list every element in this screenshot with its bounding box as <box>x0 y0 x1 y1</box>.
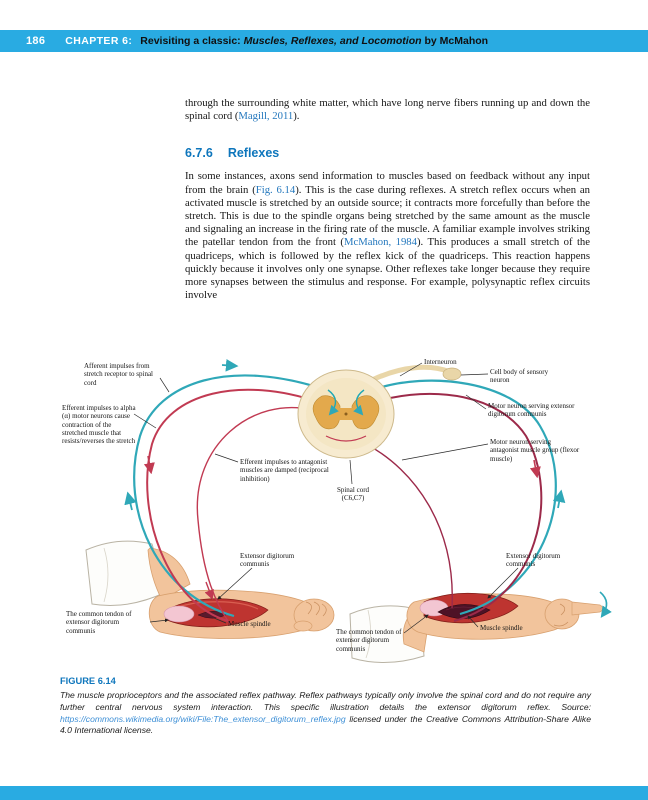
right-antagonist-nerve <box>365 443 453 609</box>
caption-text-2: licensed under the Creative Commons Attr… <box>60 713 591 736</box>
label-cell-body: Cell body of sensory neuron <box>490 368 549 385</box>
right-afferent-nerve <box>371 379 557 616</box>
label-efferent-alpha: Efferent impulses to alpha (α) motor neu… <box>62 404 136 445</box>
figure-caption-text: The muscle proprioceptors and the associ… <box>60 690 591 737</box>
right-efferent-nerve <box>373 392 543 622</box>
citation-link-magill[interactable]: Magill, 2011 <box>238 110 294 123</box>
left-afferent-nerve <box>133 374 321 618</box>
gray-matter-right-horn <box>351 395 380 430</box>
figure-caption: FIGURE 6.14 The muscle proprioceptors an… <box>60 676 591 737</box>
sensory-ganglion <box>442 367 462 381</box>
label-common-tendon-left: The common tendon of extensor digitorum … <box>66 610 132 635</box>
right-arm <box>349 591 612 664</box>
left-arm <box>85 540 335 639</box>
label-muscle-spindle-right: Muscle spindle <box>480 624 523 632</box>
chapter-title: Revisiting a classic: Muscles, Reflexes,… <box>140 35 488 47</box>
citation-link-fig-6-14[interactable]: Fig. 6.14 <box>255 183 296 196</box>
label-efferent-antagonist: Efferent impulses to antagonist muscles … <box>240 458 329 483</box>
chapter-title-suffix: by McMahon <box>421 35 489 47</box>
section-number: 6.7.6 <box>185 146 213 161</box>
caption-source-link[interactable]: https://commons.wikimedia.org/wiki/File:… <box>60 713 346 724</box>
left-antagonist-nerve <box>196 406 313 625</box>
page-number: 186 <box>26 35 46 47</box>
label-common-tendon-right: The common tendon of extensor digitorum … <box>336 628 402 653</box>
left-efferent-nerve <box>146 388 319 622</box>
label-extensor-left: Extensor digitorum communis <box>240 552 295 569</box>
label-extensor-right: Extensor digitorum communis <box>506 552 561 569</box>
leader-lines <box>133 362 519 634</box>
left-common-tendon <box>163 605 195 623</box>
label-motor-antagonist: Motor neuron serving antagonist muscle g… <box>490 438 580 463</box>
intro-paragraph: through the surrounding white matter, wh… <box>185 97 590 123</box>
label-motor-extensor: Motor neuron serving extensor digitorum … <box>488 402 575 419</box>
label-interneuron: Interneuron <box>424 358 457 366</box>
footer-bar <box>0 786 648 800</box>
gray-matter-left-horn <box>312 395 341 430</box>
label-muscle-spindle-left: Muscle spindle <box>228 620 271 628</box>
intro-text: through the surrounding white matter, wh… <box>185 97 590 123</box>
chapter-title-prefix: Revisiting a classic: <box>140 35 244 47</box>
intro-text-end: ). <box>293 110 300 123</box>
section-heading: 6.7.6 Reflexes <box>185 146 590 160</box>
label-spinal-cord: Spinal cord (C6,C7) <box>336 486 370 503</box>
central-canal <box>344 412 348 416</box>
dorsal-root <box>369 364 453 383</box>
nerve-pathways <box>124 358 566 625</box>
finger-motion-arrow <box>599 591 612 618</box>
spinal-cord-cross-section <box>297 369 395 459</box>
reflexes-paragraph: In some instances, axons send informatio… <box>185 170 590 302</box>
paragraph-text-1: In some instances, axons send informatio… <box>185 170 590 196</box>
figure-caption-number: FIGURE 6.14 <box>60 676 116 686</box>
pointing-finger <box>571 601 604 616</box>
citation-link-mcmahon[interactable]: McMahon, 1984 <box>343 236 417 249</box>
chapter-title-book-name: Muscles, Reflexes, and Locomotion <box>243 35 422 47</box>
paragraph-text-2: ). This is the case during reflexes. A s… <box>185 183 590 249</box>
caption-text-1: The muscle proprioceptors and the associ… <box>60 690 591 712</box>
label-afferent-impulses: Afferent impulses from stretch receptor … <box>84 362 154 387</box>
paragraph-text-3: ). This produces a small stretch of the … <box>185 236 590 302</box>
chapter-header-bar: 186 CHAPTER 6: Revisiting a classic: Mus… <box>0 30 648 52</box>
section-title: Reflexes <box>227 146 280 161</box>
figure-6-14: Afferent impulses from stretch receptor … <box>0 352 648 674</box>
reflex-pathway-illustration <box>85 358 612 664</box>
chapter-label: CHAPTER 6: <box>65 35 133 47</box>
text-column: through the surrounding white matter, wh… <box>185 97 590 302</box>
